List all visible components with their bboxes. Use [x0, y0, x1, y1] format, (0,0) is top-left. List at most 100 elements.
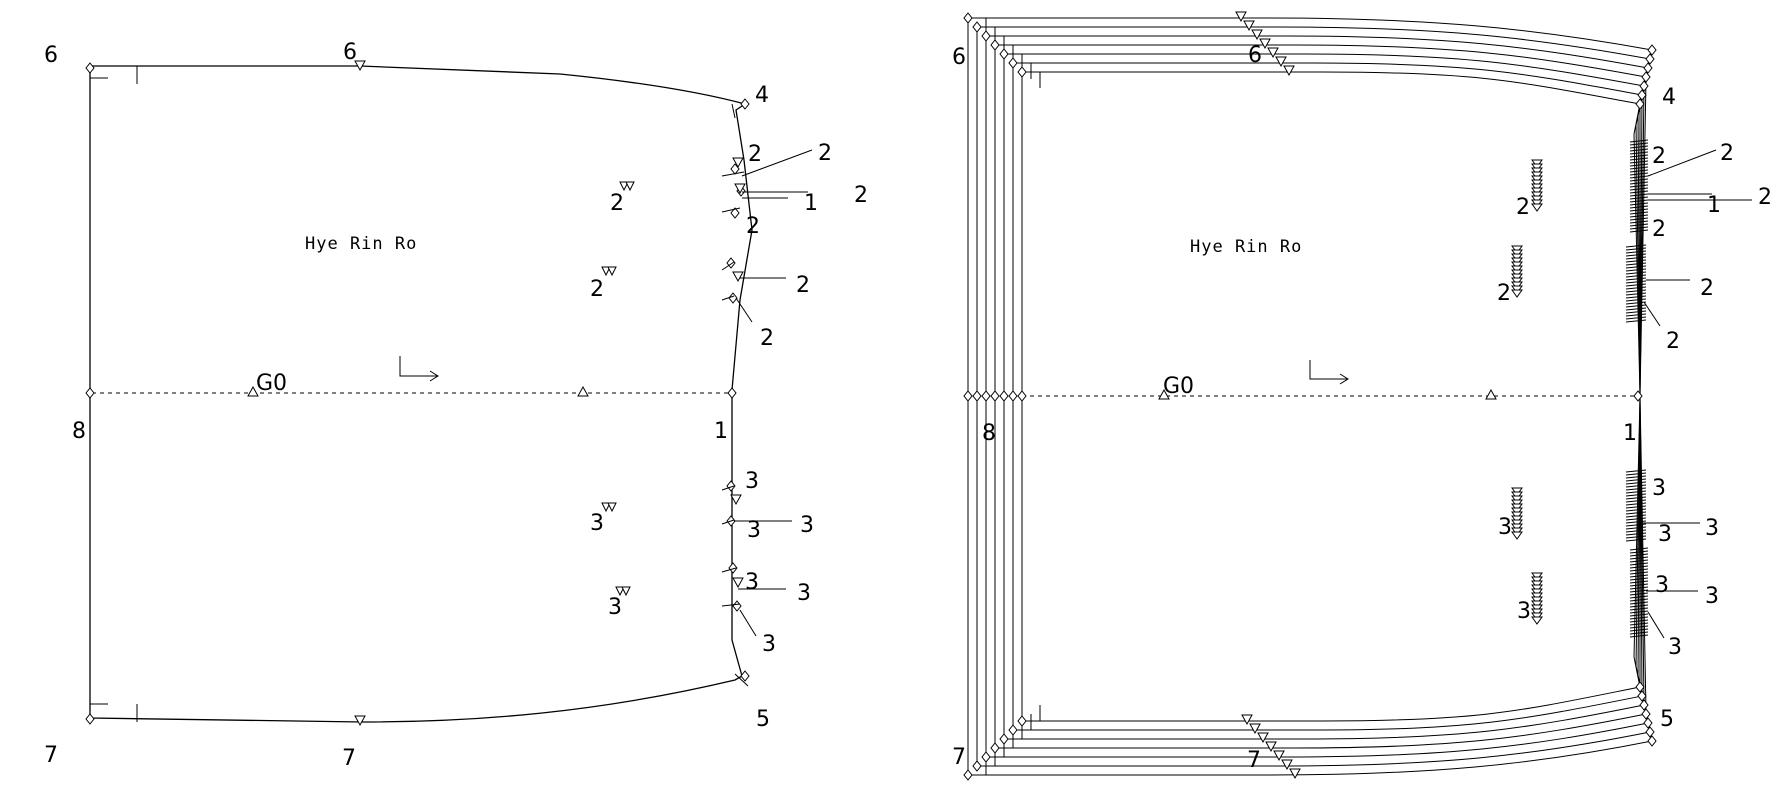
point-label-7: 7 — [952, 745, 966, 770]
grade-point-marker — [972, 760, 982, 772]
notch-label: 3 — [745, 570, 759, 595]
notch-label: 3 — [747, 518, 761, 543]
grade-notch-tick — [1629, 160, 1649, 164]
grade-notch-marker — [1281, 759, 1293, 771]
grade-notch-tick — [1629, 202, 1649, 206]
grade-notch-tick — [1629, 559, 1649, 563]
point-label-1: 1 — [714, 419, 728, 444]
grade-point-marker — [999, 390, 1009, 402]
grade-notch-tick — [1629, 586, 1649, 590]
grade-notch-marker — [1511, 289, 1523, 298]
grade-notch-tick — [1629, 598, 1649, 602]
grade-point-marker — [981, 390, 991, 402]
grade-point-marker — [1641, 71, 1651, 83]
grade-notch-tick — [1629, 610, 1649, 614]
grade-notch-tick — [1629, 574, 1649, 578]
notch-label: 2 — [1516, 195, 1530, 220]
notch-label: 2 — [1652, 217, 1666, 242]
notch-label: 2 — [1720, 141, 1734, 166]
grade-notch-tick — [1629, 553, 1649, 557]
grade-notch-tick — [1629, 556, 1649, 560]
grade-notch-tick — [1629, 184, 1649, 188]
grade-notch-tick — [1629, 577, 1649, 581]
notch-label: 2 — [1497, 281, 1511, 306]
grade-notch-tick — [1629, 223, 1649, 227]
grade-notch-tick — [1625, 304, 1647, 308]
grade-notch-tick — [1625, 469, 1647, 473]
point-label-8: 8 — [72, 419, 86, 444]
grain-arrow-icon — [1309, 360, 1349, 385]
grade-notch-tick — [1625, 532, 1647, 536]
grade-point-marker — [981, 751, 991, 763]
grade-notch-tick — [1625, 535, 1647, 539]
grain-arrow-icon — [399, 356, 439, 382]
grade-notch-tick — [1625, 505, 1647, 509]
grade-notch-marker — [1289, 768, 1301, 780]
grade-notch-tick — [1629, 211, 1649, 215]
grade-point-marker — [1017, 66, 1027, 78]
notch-label: 2 — [590, 277, 604, 302]
grade-point-marker — [999, 48, 1009, 60]
notch-label: 2 — [1700, 276, 1714, 301]
grade-point-marker — [1645, 53, 1655, 65]
grade-notch-tick — [1625, 301, 1647, 305]
grade-notch-tick — [1629, 625, 1649, 629]
grade-notch-tick — [1629, 628, 1649, 632]
notch-label: 1 — [1707, 193, 1721, 218]
grade-outline — [985, 35, 1649, 758]
grade-notch-tick — [1625, 529, 1647, 533]
grade-notch-tick — [1625, 247, 1647, 251]
grade-point-marker — [1643, 62, 1653, 74]
grade-point-marker — [963, 769, 973, 781]
grade-notch-tick — [1629, 565, 1649, 569]
grade-notch-tick — [1625, 253, 1647, 257]
grade-notch-tick — [1625, 292, 1647, 296]
grade-point-marker — [1017, 390, 1027, 402]
grade-notch-tick — [1625, 511, 1647, 515]
grade-point-marker — [1008, 390, 1018, 402]
grade-notch-tick — [1629, 199, 1649, 203]
grade-notch-tick — [1629, 181, 1649, 185]
notch-label: 2 — [748, 142, 762, 167]
notch-label: 2 — [818, 141, 832, 166]
grade-notch-marker — [1235, 11, 1247, 23]
grade-notch-tick — [1629, 562, 1649, 566]
grade-notch-tick — [1625, 274, 1647, 278]
notch-label: 3 — [1517, 599, 1531, 624]
grade-nest-lines — [963, 11, 1657, 781]
grade-notch-tick — [1629, 568, 1649, 572]
point-label-4: 4 — [755, 83, 769, 108]
notch-label: 3 — [745, 469, 759, 494]
grade-notch-tick — [1625, 298, 1647, 302]
grade-notch-tick — [1629, 607, 1649, 611]
grade-notch-tick — [1625, 316, 1647, 320]
notch-label: 3 — [762, 632, 776, 657]
grade-point-marker — [1635, 681, 1645, 693]
grade-notch-marker — [1273, 750, 1285, 762]
grade-point-marker — [1639, 80, 1649, 92]
grade-outline — [1021, 71, 1641, 722]
grade-point-marker — [972, 21, 982, 33]
grade-point-marker — [1647, 44, 1657, 56]
point-label-5: 5 — [756, 707, 770, 732]
point-label-1: 1 — [1623, 421, 1637, 446]
grade-notch-tick — [1629, 139, 1649, 143]
grade-point-marker — [1645, 726, 1655, 738]
grade-notch-tick — [1625, 475, 1647, 479]
grade-notch-tick — [1629, 187, 1649, 191]
grain-label: G0 — [1163, 374, 1194, 399]
grade-notch-tick — [1629, 208, 1649, 212]
grade-point-marker — [1017, 715, 1027, 727]
grade-notch-tick — [1629, 193, 1649, 197]
grade-notch-tick — [1625, 250, 1647, 254]
grade-notch-tick — [1629, 613, 1649, 617]
pattern-piece-base[interactable]: Hye Rin Ro G0 6 6 4 8 1 7 7 5 2 2 1 2 2 … — [44, 40, 868, 771]
notch-label: 3 — [797, 581, 811, 606]
grade-point-marker — [963, 390, 973, 402]
grade-notch-tick — [1625, 307, 1647, 311]
grade-notch-tick — [1629, 616, 1649, 620]
grade-notch-tick — [1625, 283, 1647, 287]
grade-notch-tick — [1625, 514, 1647, 518]
pattern-piece-graded[interactable]: Hye Rin Ro G0 6 6 4 8 1 7 7 5 2 2 1 2 2 … — [952, 11, 1772, 781]
